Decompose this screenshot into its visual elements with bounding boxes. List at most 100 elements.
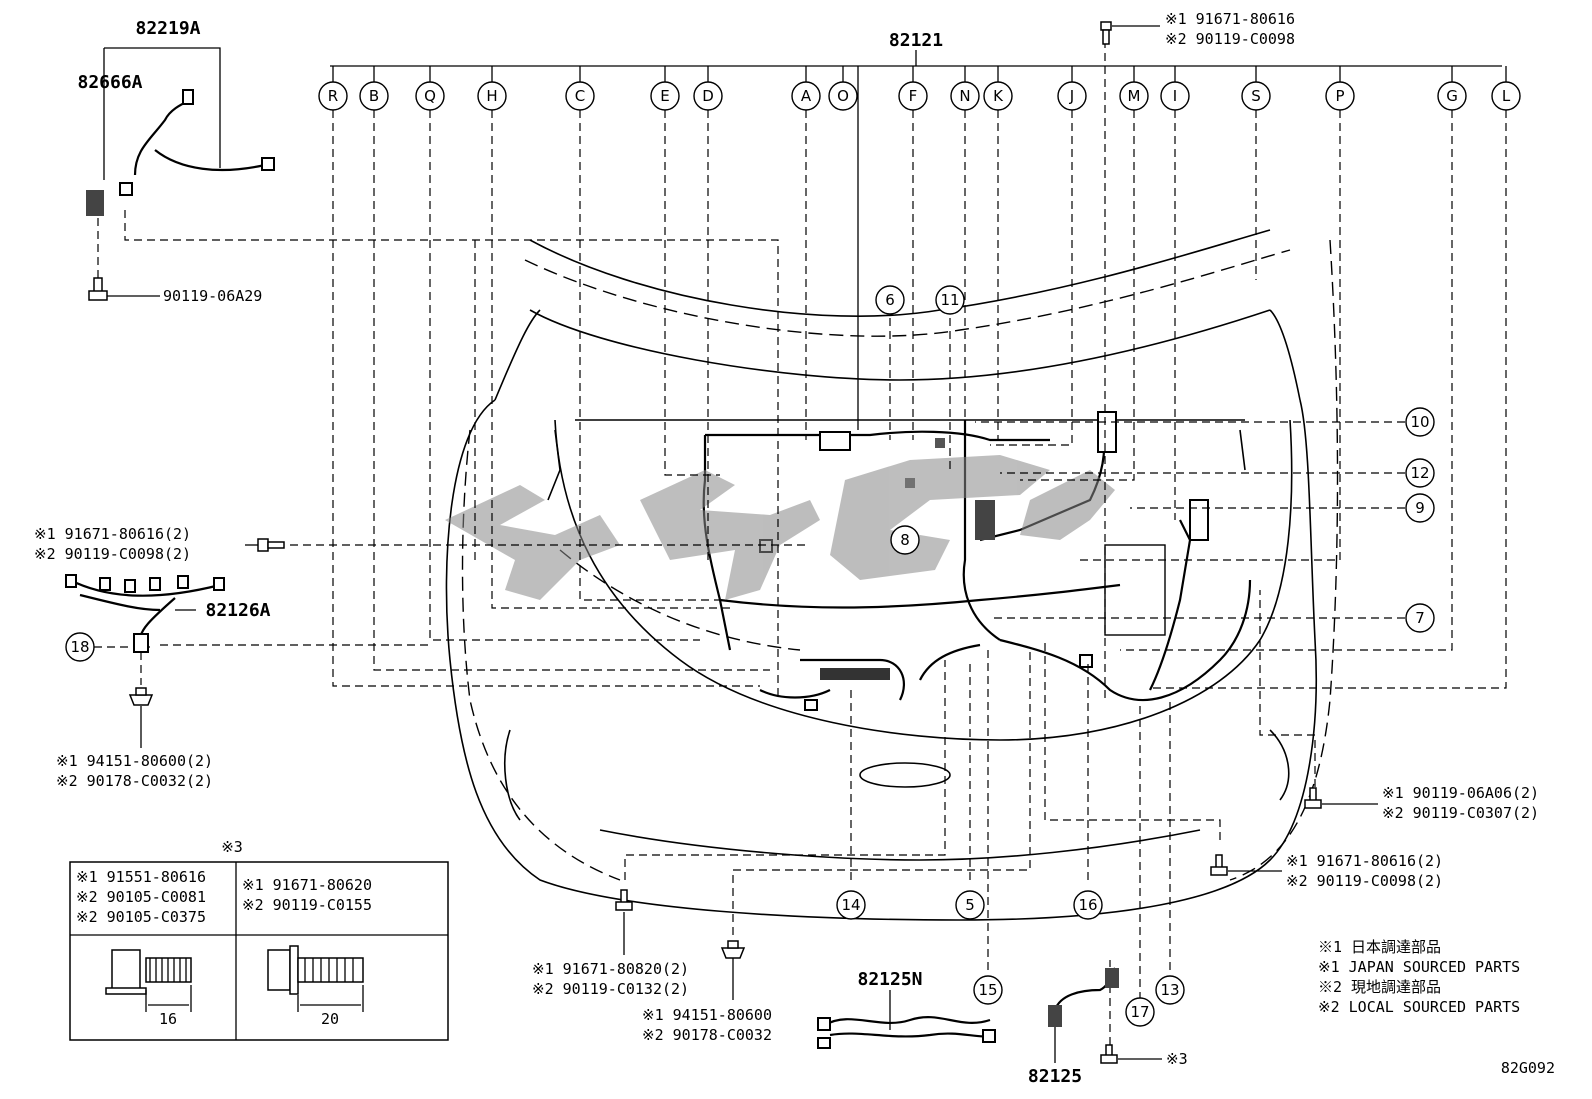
callout-text: O	[837, 87, 849, 105]
reference-table-cell: ※1 91551-80616	[76, 868, 206, 886]
fastener-label: ※2 90178-C0032	[642, 1026, 772, 1044]
sub-harness-82126a	[65, 574, 225, 748]
callout-text: B	[369, 87, 379, 105]
bolt-icon	[88, 277, 108, 301]
nut-icon	[128, 687, 154, 706]
part-label-82125: 82125	[1028, 1066, 1082, 1087]
letter-callout: P	[1325, 81, 1355, 111]
callout-text: D	[702, 87, 714, 105]
legend-line: ※1 JAPAN SOURCED PARTS	[1318, 958, 1520, 976]
number-callout: 9	[1405, 493, 1435, 523]
callout-text: 17	[1130, 1003, 1149, 1021]
fastener-label: ※1 91671-80616(2)	[1286, 852, 1443, 870]
bolt-icon	[245, 538, 285, 552]
letter-callout: H	[477, 81, 507, 111]
fastener-label: ※1 94151-80600	[642, 1006, 772, 1024]
diagram-code: 82G092	[1501, 1059, 1555, 1077]
callout-text: 18	[70, 638, 89, 656]
callout-text: F	[909, 87, 918, 105]
sub-harness-82125	[1048, 967, 1162, 1064]
sub-harness-82219a	[86, 47, 275, 301]
fastener-label: ※2 90178-C0032(2)	[56, 772, 213, 790]
number-callout: 5	[955, 890, 985, 920]
callout-text: I	[1173, 87, 1177, 105]
bolt-icon	[1100, 1044, 1162, 1064]
part-label-82126a: 82126A	[205, 600, 270, 621]
vehicle-body-outline	[445, 229, 1339, 921]
callout-text: G	[1446, 87, 1458, 105]
letter-callout: G	[1437, 81, 1467, 111]
callout-text: 7	[1415, 609, 1425, 627]
callout-text: 14	[841, 896, 860, 914]
fastener-label: ※2 90119-C0098	[1165, 30, 1295, 48]
reference-table-cell: ※2 90105-C0081	[76, 888, 206, 906]
fastener-label: ※2 90119-C0098(2)	[34, 545, 191, 563]
letter-leader-lines	[94, 110, 1507, 700]
callout-text: N	[959, 87, 970, 105]
number-leader-lines	[624, 40, 1405, 1045]
callout-text: 5	[965, 896, 975, 914]
callout-text: 6	[885, 291, 895, 309]
letter-callout: L	[1491, 81, 1521, 111]
number-callout: 7	[1405, 603, 1435, 633]
legend-line: ※1 日本調達部品	[1318, 938, 1441, 956]
callout-text: S	[1251, 87, 1261, 105]
letter-callout: S	[1241, 81, 1271, 111]
bolt-icon	[1304, 787, 1378, 809]
fastener-label: ※3	[1166, 1050, 1188, 1068]
fastener-label: ※1 90119-06A06(2)	[1382, 784, 1539, 802]
number-callout: 13	[1155, 975, 1185, 1005]
main-part-label: 82121	[889, 30, 943, 51]
part-label-82219a: 82219A	[135, 18, 200, 39]
callout-text: L	[1502, 87, 1511, 105]
letter-callout: R	[318, 81, 348, 111]
letter-callout: D	[693, 81, 723, 111]
number-callout: 10	[1405, 407, 1435, 437]
fastener-label: ※2 90119-C0098(2)	[1286, 872, 1443, 890]
bolt-icon	[1100, 21, 1160, 45]
callout-text: 13	[1160, 981, 1179, 999]
bolt-icon	[1210, 854, 1282, 876]
reference-table-cell: ※1 91671-80620	[242, 876, 372, 894]
letter-callout: J	[1057, 81, 1087, 111]
callout-text: J	[1069, 87, 1074, 105]
letter-callout: K	[983, 81, 1013, 111]
letter-callout: F	[898, 81, 928, 111]
fastener-label: ※1 91671-80820(2)	[532, 960, 689, 978]
letter-callout: I	[1160, 81, 1190, 111]
reference-table-title: ※3	[221, 838, 243, 856]
flange-bolt-icon	[105, 949, 192, 1012]
callout-text: K	[993, 87, 1004, 105]
legend-line: ※2 LOCAL SOURCED PARTS	[1318, 998, 1520, 1016]
nut-icon	[720, 940, 746, 1000]
part-label-82125n: 82125N	[857, 969, 922, 990]
reference-table-cell: ※2 90119-C0155	[242, 896, 372, 914]
bolt-icon	[615, 889, 633, 955]
number-callout: 18	[65, 632, 95, 662]
letter-callout: Q	[415, 81, 445, 111]
sub-harness-82125n	[817, 990, 996, 1049]
reference-table-cell: ※2 90105-C0375	[76, 908, 206, 926]
callout-text: P	[1335, 87, 1344, 105]
number-callout: 12	[1405, 458, 1435, 488]
number-callout: 16	[1073, 890, 1103, 920]
number-callout: 6	[875, 285, 905, 315]
callout-text: M	[1128, 87, 1141, 105]
callout-text: 12	[1410, 464, 1429, 482]
letter-callout: N	[950, 81, 980, 111]
number-callout: 8	[890, 525, 920, 555]
letter-callout: B	[359, 81, 389, 111]
callout-text: 8	[900, 531, 910, 549]
callout-text: Q	[424, 87, 436, 105]
dimension-label: 16	[159, 1010, 177, 1028]
legend-line: ※2 現地調達部品	[1318, 978, 1441, 996]
part-label-82666a: 82666A	[77, 72, 142, 93]
callout-text: C	[575, 87, 585, 105]
letter-callout: O	[828, 81, 858, 111]
callout-text: 16	[1078, 896, 1097, 914]
letter-callout: E	[650, 81, 680, 111]
text-labels: 82121 82219A 82666A 82126A 82125N 82125 …	[34, 10, 1555, 1087]
